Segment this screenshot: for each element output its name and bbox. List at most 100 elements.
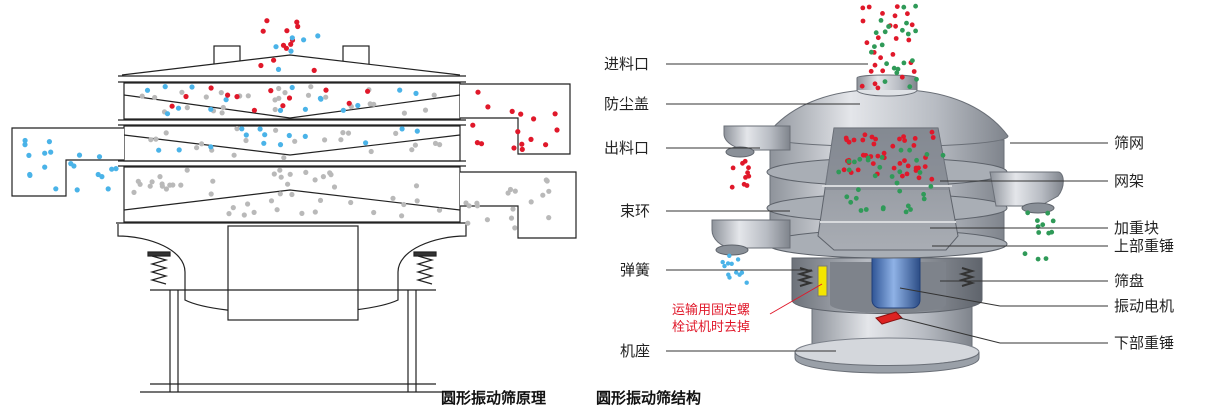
particle (162, 84, 168, 90)
particle (371, 209, 377, 216)
particle (470, 122, 476, 128)
particle (857, 156, 863, 162)
particle (208, 106, 214, 112)
particle (878, 55, 883, 61)
particle (163, 186, 169, 192)
label-spring: 弹簧 (620, 261, 651, 279)
particle (901, 4, 907, 10)
particle (1022, 251, 1028, 257)
label-lower-weight: 下部重锤 (1114, 334, 1175, 352)
particle (274, 207, 280, 213)
particle (890, 52, 896, 57)
particle (846, 167, 852, 173)
particle (257, 126, 263, 132)
particle (880, 206, 886, 212)
particle (157, 174, 163, 180)
particle (68, 161, 74, 167)
particle (194, 145, 200, 151)
particle (877, 164, 883, 170)
particle (505, 190, 511, 196)
particle (278, 174, 284, 180)
particle (303, 169, 309, 175)
particle (873, 30, 879, 36)
particle (729, 261, 734, 266)
particle (288, 48, 294, 54)
particle (519, 146, 525, 152)
particle (903, 209, 909, 215)
particle (318, 96, 324, 102)
particle (891, 65, 897, 71)
particle (1045, 210, 1051, 216)
particle (295, 23, 301, 30)
particle (320, 174, 326, 180)
particle (512, 225, 518, 231)
particle (245, 93, 251, 99)
particle (882, 29, 888, 35)
particle (367, 101, 373, 107)
particle (515, 129, 521, 135)
particle (528, 136, 534, 142)
particle (234, 126, 240, 132)
particle (264, 18, 270, 24)
particle (409, 147, 415, 153)
particle (856, 187, 861, 193)
particle (855, 167, 861, 173)
particle (875, 85, 881, 91)
particle (485, 104, 491, 110)
particle (1035, 218, 1040, 224)
particle (554, 127, 560, 133)
particle (510, 206, 516, 212)
particle (99, 174, 105, 180)
particle (272, 106, 278, 113)
particle (148, 137, 154, 143)
particle (1050, 218, 1056, 224)
particle (872, 81, 878, 87)
particle (872, 173, 878, 179)
particle (282, 90, 288, 96)
particle (22, 142, 28, 148)
particle (905, 203, 911, 209)
particle (22, 137, 28, 144)
particle (401, 110, 407, 116)
particle (886, 24, 891, 29)
particle (880, 11, 885, 16)
particle (239, 126, 245, 132)
particle (928, 184, 934, 189)
particle (53, 186, 59, 192)
particle (509, 108, 515, 114)
particle (734, 270, 739, 275)
particle (897, 188, 903, 194)
particle (271, 57, 277, 63)
particle (744, 280, 749, 285)
particle (348, 199, 354, 206)
particle (184, 167, 190, 173)
particle (271, 171, 277, 177)
particle (735, 257, 741, 262)
particle (900, 173, 905, 179)
particle (744, 183, 750, 188)
particle (911, 143, 917, 148)
particle (178, 182, 184, 188)
particle (872, 62, 878, 68)
transport-note-line2: 栓试机时去掉 (672, 320, 751, 335)
particle (159, 183, 165, 189)
particle (432, 140, 439, 146)
particle (218, 90, 224, 96)
particle (901, 134, 906, 140)
particle (277, 107, 284, 113)
particle (913, 3, 918, 9)
particle (203, 94, 209, 100)
particle (880, 68, 886, 74)
particle (289, 84, 295, 91)
particle (273, 44, 279, 50)
label-base: 机座 (620, 342, 651, 360)
label-vibration-motor: 振动电机 (1114, 297, 1175, 315)
particle (872, 44, 877, 49)
particle (720, 259, 725, 265)
particle (315, 33, 321, 39)
transport-note-line1: 运输用固定螺 (672, 303, 751, 318)
particle (305, 92, 312, 98)
particle (466, 203, 472, 209)
particle (183, 93, 189, 100)
particle (508, 215, 515, 221)
